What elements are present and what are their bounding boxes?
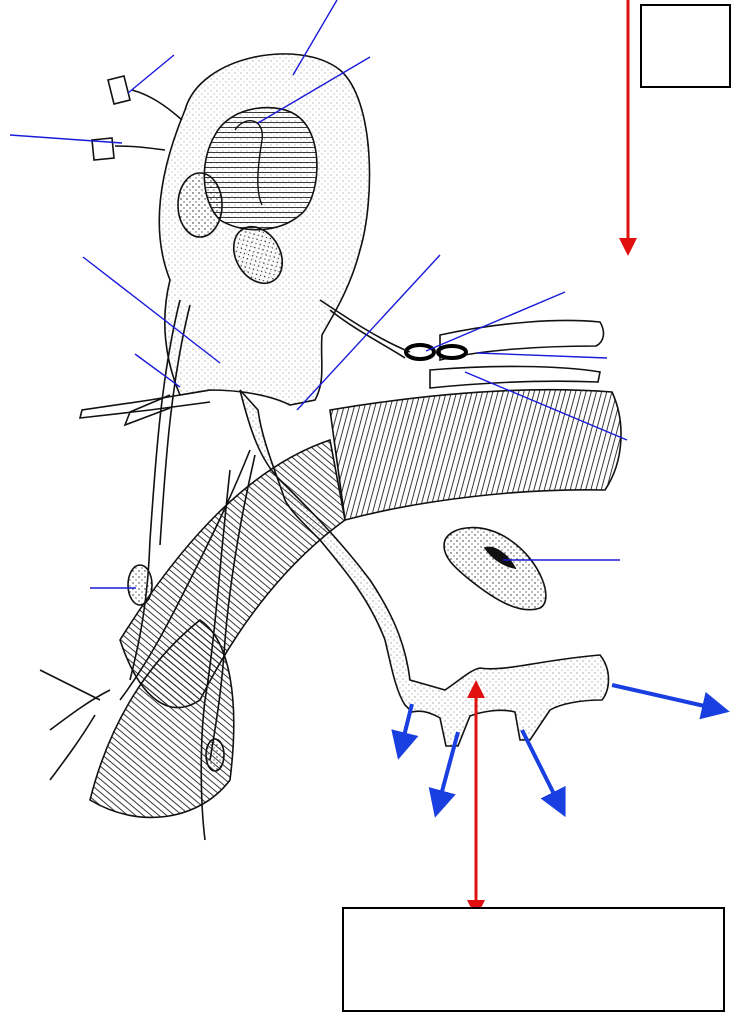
answer-box-top[interactable] [640,4,731,88]
black-loop-1 [406,345,434,359]
answer-box-bottom[interactable] [342,907,725,1012]
direction-arrow-down-3 [522,730,562,810]
small-ganglion-left [128,565,152,605]
anatomical-illustration [40,54,621,840]
leader-line-9 [477,353,607,358]
direction-arrow-right [612,685,722,710]
cross-section-organ [444,528,546,610]
upper-tube-2 [115,146,165,150]
upper-tube-1 [132,90,182,120]
flat-band-lower [430,366,600,388]
direction-arrow-down-1 [400,704,412,752]
small-ganglion-lower [206,739,224,771]
side-tube-1 [80,390,210,418]
twig-left [40,670,110,780]
upper-tube-1-cap [108,76,130,104]
speckled-lobe-left [178,173,222,237]
leader-line-3 [128,55,174,93]
great-vessel-upper [330,390,621,520]
